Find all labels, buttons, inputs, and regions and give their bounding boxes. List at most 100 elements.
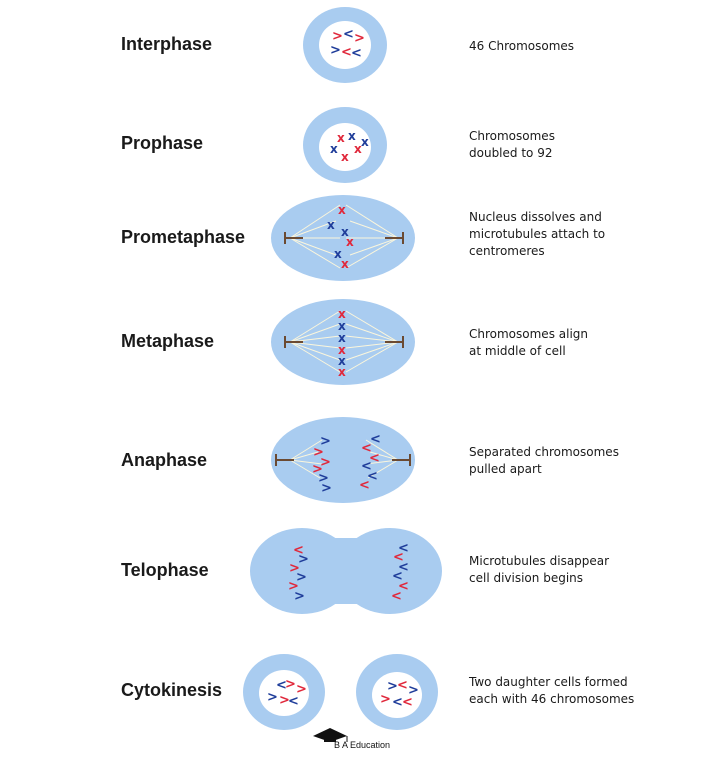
chromosome-mark: x (338, 365, 346, 379)
interphase-cell: > < > > < < (303, 7, 387, 83)
phase-label-metaphase: Metaphase (121, 331, 215, 351)
interphase-chromosomes: > < > > < < (330, 27, 365, 61)
chromosome-mark: x (348, 129, 356, 143)
phase-description-line: pulled apart (469, 462, 542, 476)
chromosome-mark: > (294, 589, 305, 604)
phase-description-line: microtubules attach to (469, 227, 606, 241)
chromosome-mark: > (380, 692, 391, 707)
chromosome-mark: > (296, 570, 307, 585)
phase-description-line: Chromosomes (469, 129, 555, 143)
chromosome-mark: < (343, 27, 354, 42)
phase-description-interphase: 46 Chromosomes (469, 38, 679, 55)
chromosome-mark: > (320, 455, 331, 470)
chromosome-mark: > (321, 481, 332, 496)
chromosome-mark: > (332, 29, 343, 44)
chromosome-mark: > (285, 677, 296, 692)
chromosome-mark: < (361, 441, 372, 456)
chromosome-mark: x (338, 354, 346, 368)
phase-description-line: cell division begins (469, 571, 584, 585)
chromosome-mark: > (312, 462, 323, 477)
chromosome-mark: < (392, 569, 403, 584)
chromosome-mark: x (346, 235, 354, 249)
chromosome-mark: < (351, 46, 362, 61)
chromosome-mark: < (367, 469, 378, 484)
phase-description-prometaphase: Nucleus dissolves and microtubules attac… (469, 209, 679, 260)
chromosome-mark: < (402, 695, 413, 710)
chromosome-mark: x (354, 142, 362, 156)
telophase-cell: < > > > > > < < < < < < (250, 528, 442, 614)
cytokinesis-left-chromosomes: < > > > > < (267, 677, 307, 709)
chromosome-mark: > (289, 561, 300, 576)
cytokinesis-daughter-cell-right: > < > > < < (356, 654, 438, 730)
phase-description-line: centromeres (469, 244, 545, 258)
chromosome-mark: > (296, 682, 307, 697)
chromosome-mark: x (361, 135, 369, 149)
chromosome-mark: < (392, 695, 403, 710)
chromosome-mark: < (361, 459, 372, 474)
chromosome-mark: x (341, 257, 349, 271)
phase-description-line: 46 Chromosomes (469, 39, 575, 53)
chromosome-mark: < (341, 45, 352, 60)
metaphase-cell: x x x x x x (271, 299, 415, 385)
phase-description-line: Separated chromosomes (469, 445, 619, 459)
prometaphase-spindle (289, 204, 399, 269)
phase-description-cytokinesis: Two daughter cells formed each with 46 c… (469, 674, 679, 708)
chromosome-mark: x (338, 331, 346, 345)
metaphase-spindle (289, 310, 399, 373)
anaphase-chromosomes: > > > > > > < < < < < < (312, 432, 381, 496)
chromosome-mark: < (369, 451, 380, 466)
cytokinesis-daughter-cell-left: < > > > > < (243, 654, 325, 730)
phase-description-prophase: Chromosomes doubled to 92 (469, 128, 679, 162)
chromosome-mark: < (398, 541, 409, 556)
chromosome-mark: < (398, 579, 409, 594)
phase-description-line: Chromosomes align (469, 327, 589, 341)
chromosome-mark: > (318, 471, 329, 486)
telophase-chromosomes: < > > > > > < < < < < < (288, 541, 409, 604)
cytokinesis-right-chromosomes: > < > > < < (380, 678, 419, 710)
chromosome-mark: x (338, 203, 346, 217)
chromosome-mark: x (341, 225, 349, 239)
chromosome-mark: > (354, 31, 365, 46)
chromosome-mark: x (338, 307, 346, 321)
chromosome-mark: x (338, 319, 346, 333)
chromosome-mark: > (387, 679, 398, 694)
credit-text: B A Education (334, 740, 391, 750)
chromosome-mark: > (288, 579, 299, 594)
chromosome-mark: x (327, 218, 335, 232)
chromosome-mark: x (334, 247, 342, 261)
chromosome-mark: > (298, 552, 309, 567)
phase-description-line: Nucleus dissolves and (469, 210, 602, 224)
anaphase-poles (275, 454, 411, 466)
anaphase-cell: > > > > > > < < < < < < (271, 417, 415, 503)
chromosome-mark: < (359, 478, 370, 493)
chromosome-mark: > (408, 683, 419, 698)
chromosome-mark: > (320, 434, 331, 449)
prometaphase-cell: x x x x x x (271, 195, 415, 281)
chromosome-mark: > (313, 445, 324, 460)
prometaphase-poles (284, 232, 404, 244)
prophase-cell: x x x x x x (303, 107, 387, 183)
chromosome-mark: x (330, 142, 338, 156)
phase-label-cytokinesis: Cytokinesis (121, 680, 223, 700)
phase-label-telophase: Telophase (121, 560, 209, 580)
chromosome-mark: x (341, 150, 349, 164)
chromosome-mark: < (370, 432, 381, 447)
phase-description-anaphase: Separated chromosomes pulled apart (469, 444, 679, 478)
phase-description-line: Microtubules disappear (469, 554, 610, 568)
chromosome-mark: < (391, 589, 402, 604)
chromosome-mark: x (338, 343, 346, 357)
metaphase-poles (284, 336, 404, 348)
prophase-chromosomes: x x x x x x (330, 129, 369, 164)
chromosome-mark: > (330, 43, 341, 58)
chromosome-mark: < (398, 560, 409, 575)
graduation-cap-icon (313, 728, 348, 742)
chromosome-mark: < (293, 543, 304, 558)
phase-description-telophase: Microtubules disappear cell division beg… (469, 553, 679, 587)
chromosome-mark: < (288, 694, 299, 709)
phase-description-line: Two daughter cells formed (469, 675, 628, 689)
chromosome-mark: < (393, 550, 404, 565)
phase-description-line: at middle of cell (469, 344, 566, 358)
metaphase-chromosomes: x x x x x x (338, 307, 346, 379)
phase-label-prometaphase: Prometaphase (121, 227, 246, 247)
